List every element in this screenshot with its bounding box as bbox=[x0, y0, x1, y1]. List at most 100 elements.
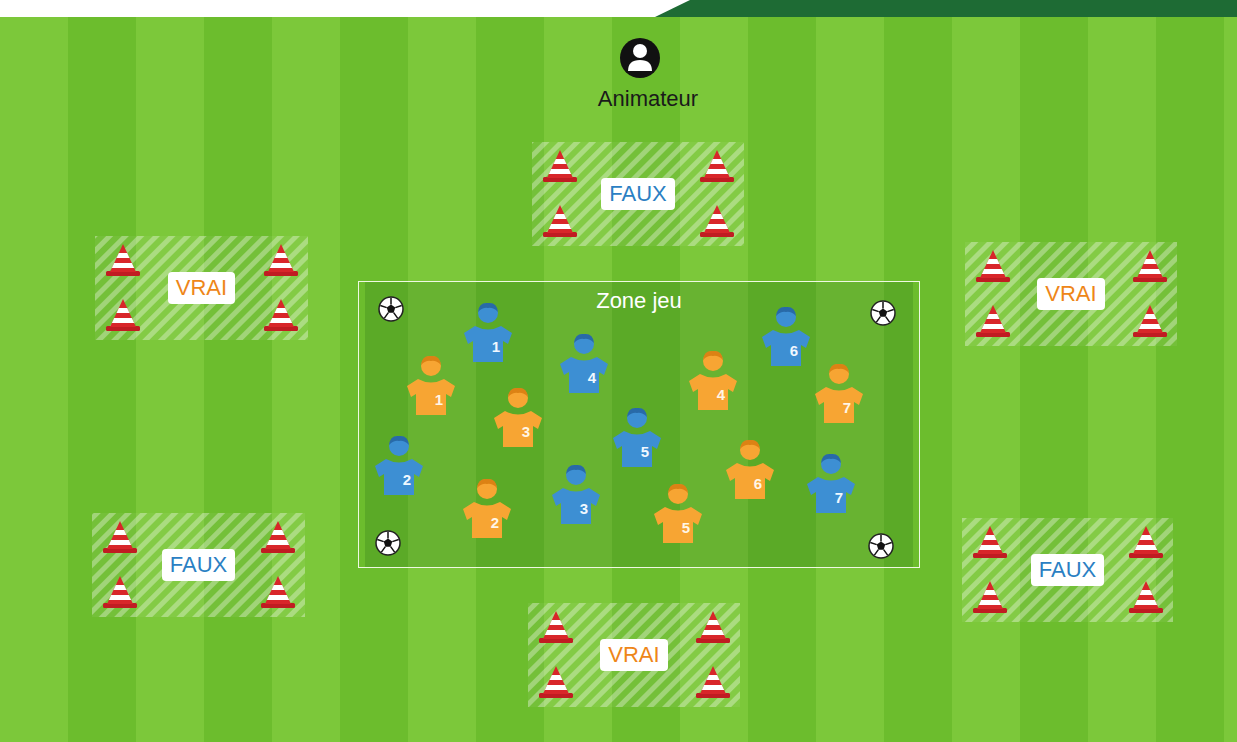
cone-stripe bbox=[267, 595, 289, 600]
shirt-icon bbox=[720, 437, 780, 503]
player-shirt-body bbox=[560, 357, 608, 393]
player-shirt-body bbox=[654, 507, 702, 543]
cone-stripe bbox=[1144, 314, 1157, 319]
player-number: 2 bbox=[457, 476, 533, 534]
cone-stripe bbox=[707, 675, 720, 680]
player-head bbox=[740, 440, 760, 460]
ball-seams bbox=[380, 298, 401, 318]
zone-title: Zone jeu bbox=[359, 282, 919, 314]
label-holder: Animateur bbox=[598, 86, 698, 112]
cone-stripe bbox=[979, 545, 1001, 550]
zone-ground bbox=[95, 236, 308, 340]
cone bbox=[106, 244, 140, 276]
player-number: 6 bbox=[720, 437, 796, 495]
ball-seams bbox=[872, 302, 893, 322]
zone-ground bbox=[365, 281, 913, 568]
player-hair bbox=[508, 388, 528, 397]
player-head bbox=[508, 388, 528, 408]
shirt-icon bbox=[809, 361, 869, 427]
player-shirt: 7 bbox=[801, 451, 877, 517]
cone bbox=[539, 666, 573, 698]
coach-icon-body bbox=[628, 60, 652, 71]
cone-stripe bbox=[1135, 545, 1157, 550]
zone-hatching bbox=[528, 603, 740, 707]
cone-body bbox=[107, 521, 133, 549]
cone-body bbox=[1133, 526, 1159, 554]
cone bbox=[261, 521, 295, 553]
page-top-band bbox=[0, 0, 1237, 17]
player-shirt: 2 bbox=[369, 433, 445, 499]
cone bbox=[103, 521, 137, 553]
cone-stripe bbox=[982, 269, 1004, 274]
cone-body bbox=[547, 205, 573, 233]
player-head bbox=[668, 484, 688, 504]
player-head bbox=[478, 303, 498, 323]
cone-stripe bbox=[109, 595, 131, 600]
football bbox=[379, 297, 403, 321]
coach-label: Animateur bbox=[598, 86, 698, 112]
answer-zone: FAUX bbox=[962, 518, 1173, 622]
player-shirt-body bbox=[375, 459, 423, 495]
cone-body bbox=[265, 576, 291, 604]
answer-label: FAUX bbox=[601, 178, 674, 210]
cone-stripe bbox=[550, 675, 563, 680]
coach-icon bbox=[620, 38, 660, 78]
ball-outline bbox=[869, 534, 893, 558]
answer-zone: VRAI bbox=[528, 603, 740, 707]
zone-ground bbox=[92, 513, 305, 617]
cone-stripe bbox=[554, 159, 567, 164]
player-head bbox=[421, 356, 441, 376]
answer-zone: VRAI bbox=[965, 242, 1177, 346]
cone-body bbox=[700, 666, 726, 694]
football bbox=[376, 531, 400, 555]
ball-outline bbox=[871, 301, 895, 325]
player-head bbox=[821, 454, 841, 474]
cone bbox=[539, 611, 573, 643]
zone-hatching bbox=[532, 142, 744, 246]
cone-body bbox=[547, 150, 573, 178]
player-number: 1 bbox=[458, 300, 534, 358]
cone bbox=[543, 150, 577, 182]
cone-stripe bbox=[987, 259, 1000, 264]
player-shirt-body bbox=[689, 374, 737, 410]
player-shirt-body bbox=[552, 488, 600, 524]
player-hair bbox=[477, 479, 497, 488]
ball-patch bbox=[387, 305, 396, 313]
player-number: 1 bbox=[401, 353, 477, 411]
player-head bbox=[389, 436, 409, 456]
cone-stripe bbox=[554, 214, 567, 219]
player-hair bbox=[668, 484, 688, 493]
player-hair bbox=[627, 408, 647, 417]
shirt-icon bbox=[607, 405, 667, 471]
answer-label: VRAI bbox=[600, 639, 667, 671]
cone-body bbox=[704, 150, 730, 178]
cone bbox=[973, 526, 1007, 558]
ball-patch bbox=[879, 309, 888, 317]
player-hair bbox=[478, 303, 498, 312]
cone-stripe bbox=[984, 535, 997, 540]
cone-stripe bbox=[702, 630, 724, 635]
cone-stripe bbox=[979, 600, 1001, 605]
cone bbox=[1129, 526, 1163, 558]
cone-stripe bbox=[549, 224, 571, 229]
cone-stripe bbox=[707, 620, 720, 625]
cone-body bbox=[543, 611, 569, 639]
shirt-icon bbox=[756, 304, 816, 370]
shirt-icon bbox=[801, 451, 861, 517]
balls bbox=[376, 297, 895, 558]
cone-stripe bbox=[270, 318, 292, 323]
player-head bbox=[829, 364, 849, 384]
cone-body bbox=[700, 611, 726, 639]
player-number: 3 bbox=[546, 462, 622, 520]
cone bbox=[976, 305, 1010, 337]
player-shirt-body bbox=[762, 330, 810, 366]
cone bbox=[1133, 250, 1167, 282]
shirt-icon bbox=[488, 385, 548, 451]
cone bbox=[106, 299, 140, 331]
player-number: 7 bbox=[801, 451, 877, 509]
shirt-icon bbox=[554, 331, 614, 397]
player-number: 5 bbox=[607, 405, 683, 463]
zone-ground bbox=[532, 142, 744, 246]
player-number: 4 bbox=[683, 348, 759, 406]
cone bbox=[976, 250, 1010, 282]
